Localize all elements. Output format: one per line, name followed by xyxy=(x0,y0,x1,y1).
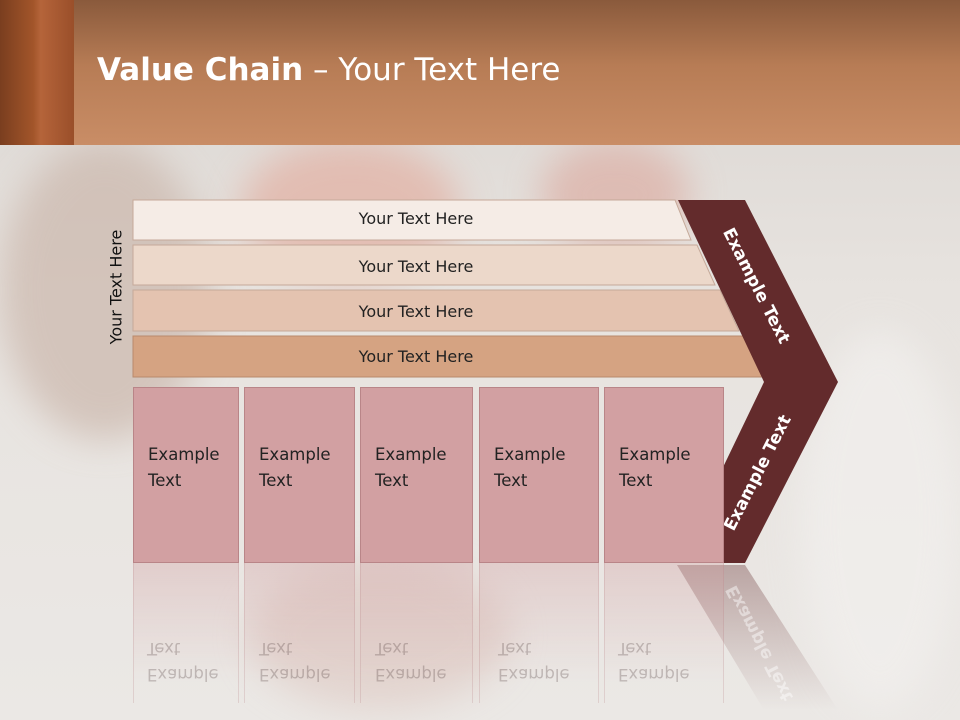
activity-column-1: Example Text xyxy=(133,387,239,563)
column-line1: Example xyxy=(375,445,447,464)
title-bold: Value Chain xyxy=(97,52,304,88)
activity-column-5: Example Text xyxy=(604,387,724,563)
column-line2: Text xyxy=(259,471,293,490)
column-line1: Example xyxy=(619,445,691,464)
activity-column-4: Example Text xyxy=(479,387,599,563)
column-line2: Text xyxy=(619,471,653,490)
band-label-2: Your Text Here xyxy=(358,257,474,276)
band-1 xyxy=(132,199,692,241)
slide-title: Value Chain – Your Text Here xyxy=(97,52,560,88)
column-line2: Text xyxy=(494,471,528,490)
column-line1: Example xyxy=(148,445,220,464)
column-line1: Example xyxy=(259,445,331,464)
column-line2: Text xyxy=(148,471,182,490)
header-bar xyxy=(0,0,960,145)
band-label-1: Your Text Here xyxy=(358,209,474,228)
header-accent xyxy=(0,0,74,145)
activity-column-2: Example Text xyxy=(244,387,355,563)
chevron-reflection xyxy=(677,565,838,710)
activity-column-3: Example Text xyxy=(360,387,473,563)
band-2 xyxy=(132,244,716,286)
title-rest: – Your Text Here xyxy=(303,52,561,88)
band-3 xyxy=(132,289,740,332)
chevron-top xyxy=(678,200,838,382)
band-label-4: Your Text Here xyxy=(358,347,474,366)
column-line1: Example xyxy=(494,445,566,464)
band-label-3: Your Text Here xyxy=(358,302,474,321)
column-line2: Text xyxy=(375,471,409,490)
